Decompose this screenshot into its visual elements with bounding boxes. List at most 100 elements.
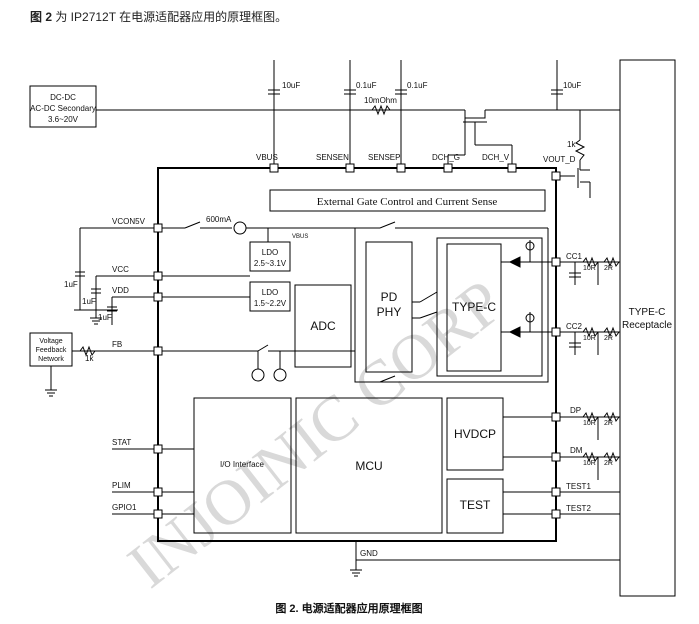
label-vbus: VBUS bbox=[256, 153, 278, 162]
pin-vcc bbox=[153, 271, 163, 281]
figure-intro: 为 IP2712T 在电源适配器应用的原理框图。 bbox=[52, 10, 288, 24]
adc-label: ADC bbox=[310, 319, 336, 333]
dm-r2: 2R bbox=[604, 460, 613, 467]
pdphy-box bbox=[365, 241, 413, 373]
pin-vbus bbox=[269, 163, 279, 173]
pin-dch-v bbox=[507, 163, 517, 173]
label-gpio1: GPIO1 bbox=[112, 503, 137, 512]
cap-vdd-value: 1uF bbox=[98, 313, 112, 322]
cap-sensen-value: 0.1uF bbox=[356, 81, 377, 90]
ldo1-range: 2.5~3.1V bbox=[254, 259, 287, 268]
dp-r2: 2R bbox=[604, 420, 613, 427]
analog-frame bbox=[354, 228, 549, 383]
fb-resistor bbox=[79, 345, 96, 357]
label-vcc: VCC bbox=[112, 265, 129, 274]
cc2-r2: 2R bbox=[604, 335, 613, 342]
dcdc-line3: 3.6~20V bbox=[48, 115, 79, 124]
adc-box bbox=[294, 284, 352, 368]
label-cc1: CC1 bbox=[566, 252, 583, 261]
ldo1-box bbox=[249, 241, 291, 272]
label-sensep: SENSEP bbox=[368, 153, 400, 162]
receptacle-line2: Receptacle bbox=[622, 320, 672, 331]
pin-plim bbox=[153, 487, 163, 497]
cc2-r10: 10R bbox=[583, 335, 596, 342]
figure-intro-text: 图 2 为 IP2712T 在电源适配器应用的原理框图。 bbox=[30, 8, 287, 25]
pin-dm bbox=[551, 452, 561, 462]
fb-line2: Feedback bbox=[36, 347, 67, 354]
pin-cc2 bbox=[551, 327, 561, 337]
pin-test1 bbox=[551, 487, 561, 497]
fb-line3: Network bbox=[38, 356, 64, 363]
ldo2-title: LDO bbox=[262, 288, 278, 297]
dm-r10: 10R bbox=[583, 460, 596, 467]
label-vout-d: VOUT_D bbox=[543, 155, 576, 164]
dcdc-line1: DC-DC bbox=[50, 93, 76, 102]
pin-stat bbox=[153, 444, 163, 454]
ldo2-range: 1.5~2.2V bbox=[254, 299, 287, 308]
current-limit-value: 600mA bbox=[206, 215, 232, 224]
r-vout-value: 1k bbox=[567, 140, 576, 149]
pin-gpio1 bbox=[153, 509, 163, 519]
label-gnd: GND bbox=[360, 549, 378, 558]
receptacle-line1: TYPE-C bbox=[629, 307, 666, 318]
pdphy-line1: PD bbox=[381, 290, 398, 304]
pin-sensen bbox=[345, 163, 355, 173]
mcu-label: MCU bbox=[355, 459, 382, 473]
label-dp: DP bbox=[570, 406, 581, 415]
cap-vbus-value: 10uF bbox=[282, 81, 300, 90]
vout-resistor bbox=[574, 139, 586, 161]
label-test2: TEST2 bbox=[566, 504, 591, 513]
gate-control-label: External Gate Control and Current Sense bbox=[317, 196, 498, 208]
pin-test2 bbox=[551, 509, 561, 519]
label-vdd: VDD bbox=[112, 286, 129, 295]
pin-sensep bbox=[396, 163, 406, 173]
label-plim: PLIM bbox=[112, 481, 131, 490]
rsense-value: 10mOhm bbox=[364, 96, 397, 105]
cc1-r10: 10R bbox=[583, 265, 596, 272]
typec-outer-box bbox=[436, 237, 543, 377]
label-cc2: CC2 bbox=[566, 322, 583, 331]
receptacle-box bbox=[619, 59, 676, 597]
label-dm: DM bbox=[570, 446, 583, 455]
pin-vout-d bbox=[551, 171, 561, 181]
pin-dch-g bbox=[443, 163, 453, 173]
cc1-r2: 2R bbox=[604, 265, 613, 272]
hvdcp-label: HVDCP bbox=[454, 427, 496, 441]
ldo-vbus-label: VBUS bbox=[292, 234, 308, 240]
fb-line1: Voltage bbox=[39, 338, 62, 345]
label-sensen: SENSEN bbox=[316, 153, 349, 162]
dp-r10: 10R bbox=[583, 420, 596, 427]
label-stat: STAT bbox=[112, 438, 131, 447]
label-vcon5v: VCON5V bbox=[112, 217, 146, 226]
pin-vcon5v bbox=[153, 223, 163, 233]
typec-box bbox=[446, 243, 502, 372]
figure-number: 图 2 bbox=[30, 10, 53, 24]
label-test1: TEST1 bbox=[566, 482, 591, 491]
rsense-resistor bbox=[371, 104, 391, 116]
label-dch-g: DCH_G bbox=[432, 153, 460, 162]
pin-vdd bbox=[153, 292, 163, 302]
mcu-box bbox=[295, 397, 443, 534]
cap-vcon-value: 1uF bbox=[64, 280, 78, 289]
typec-label: TYPE-C bbox=[452, 300, 496, 314]
r-fb-value: 1k bbox=[85, 354, 94, 363]
test-label: TEST bbox=[460, 498, 491, 512]
test-box bbox=[446, 478, 504, 534]
pdphy-line2: PHY bbox=[377, 305, 402, 319]
pin-cc1 bbox=[551, 257, 561, 267]
figure-caption: 图 2. 电源适配器应用原理框图 bbox=[275, 601, 422, 615]
io-label: I/O Interface bbox=[220, 460, 265, 469]
gate-control-box bbox=[269, 189, 546, 212]
label-fb: FB bbox=[112, 340, 122, 349]
dcdc-box bbox=[29, 85, 97, 128]
pin-fb bbox=[153, 346, 163, 356]
ldo1-title: LDO bbox=[262, 248, 278, 257]
label-dch-v: DCH_V bbox=[482, 153, 510, 162]
io-box bbox=[193, 397, 292, 534]
cap-sensep-value: 0.1uF bbox=[407, 81, 428, 90]
cap-vcc-value: 1uF bbox=[82, 297, 96, 306]
cap-vout-value: 10uF bbox=[563, 81, 581, 90]
pin-dp bbox=[551, 412, 561, 422]
dcdc-line2: AC-DC Secondary bbox=[30, 104, 96, 113]
